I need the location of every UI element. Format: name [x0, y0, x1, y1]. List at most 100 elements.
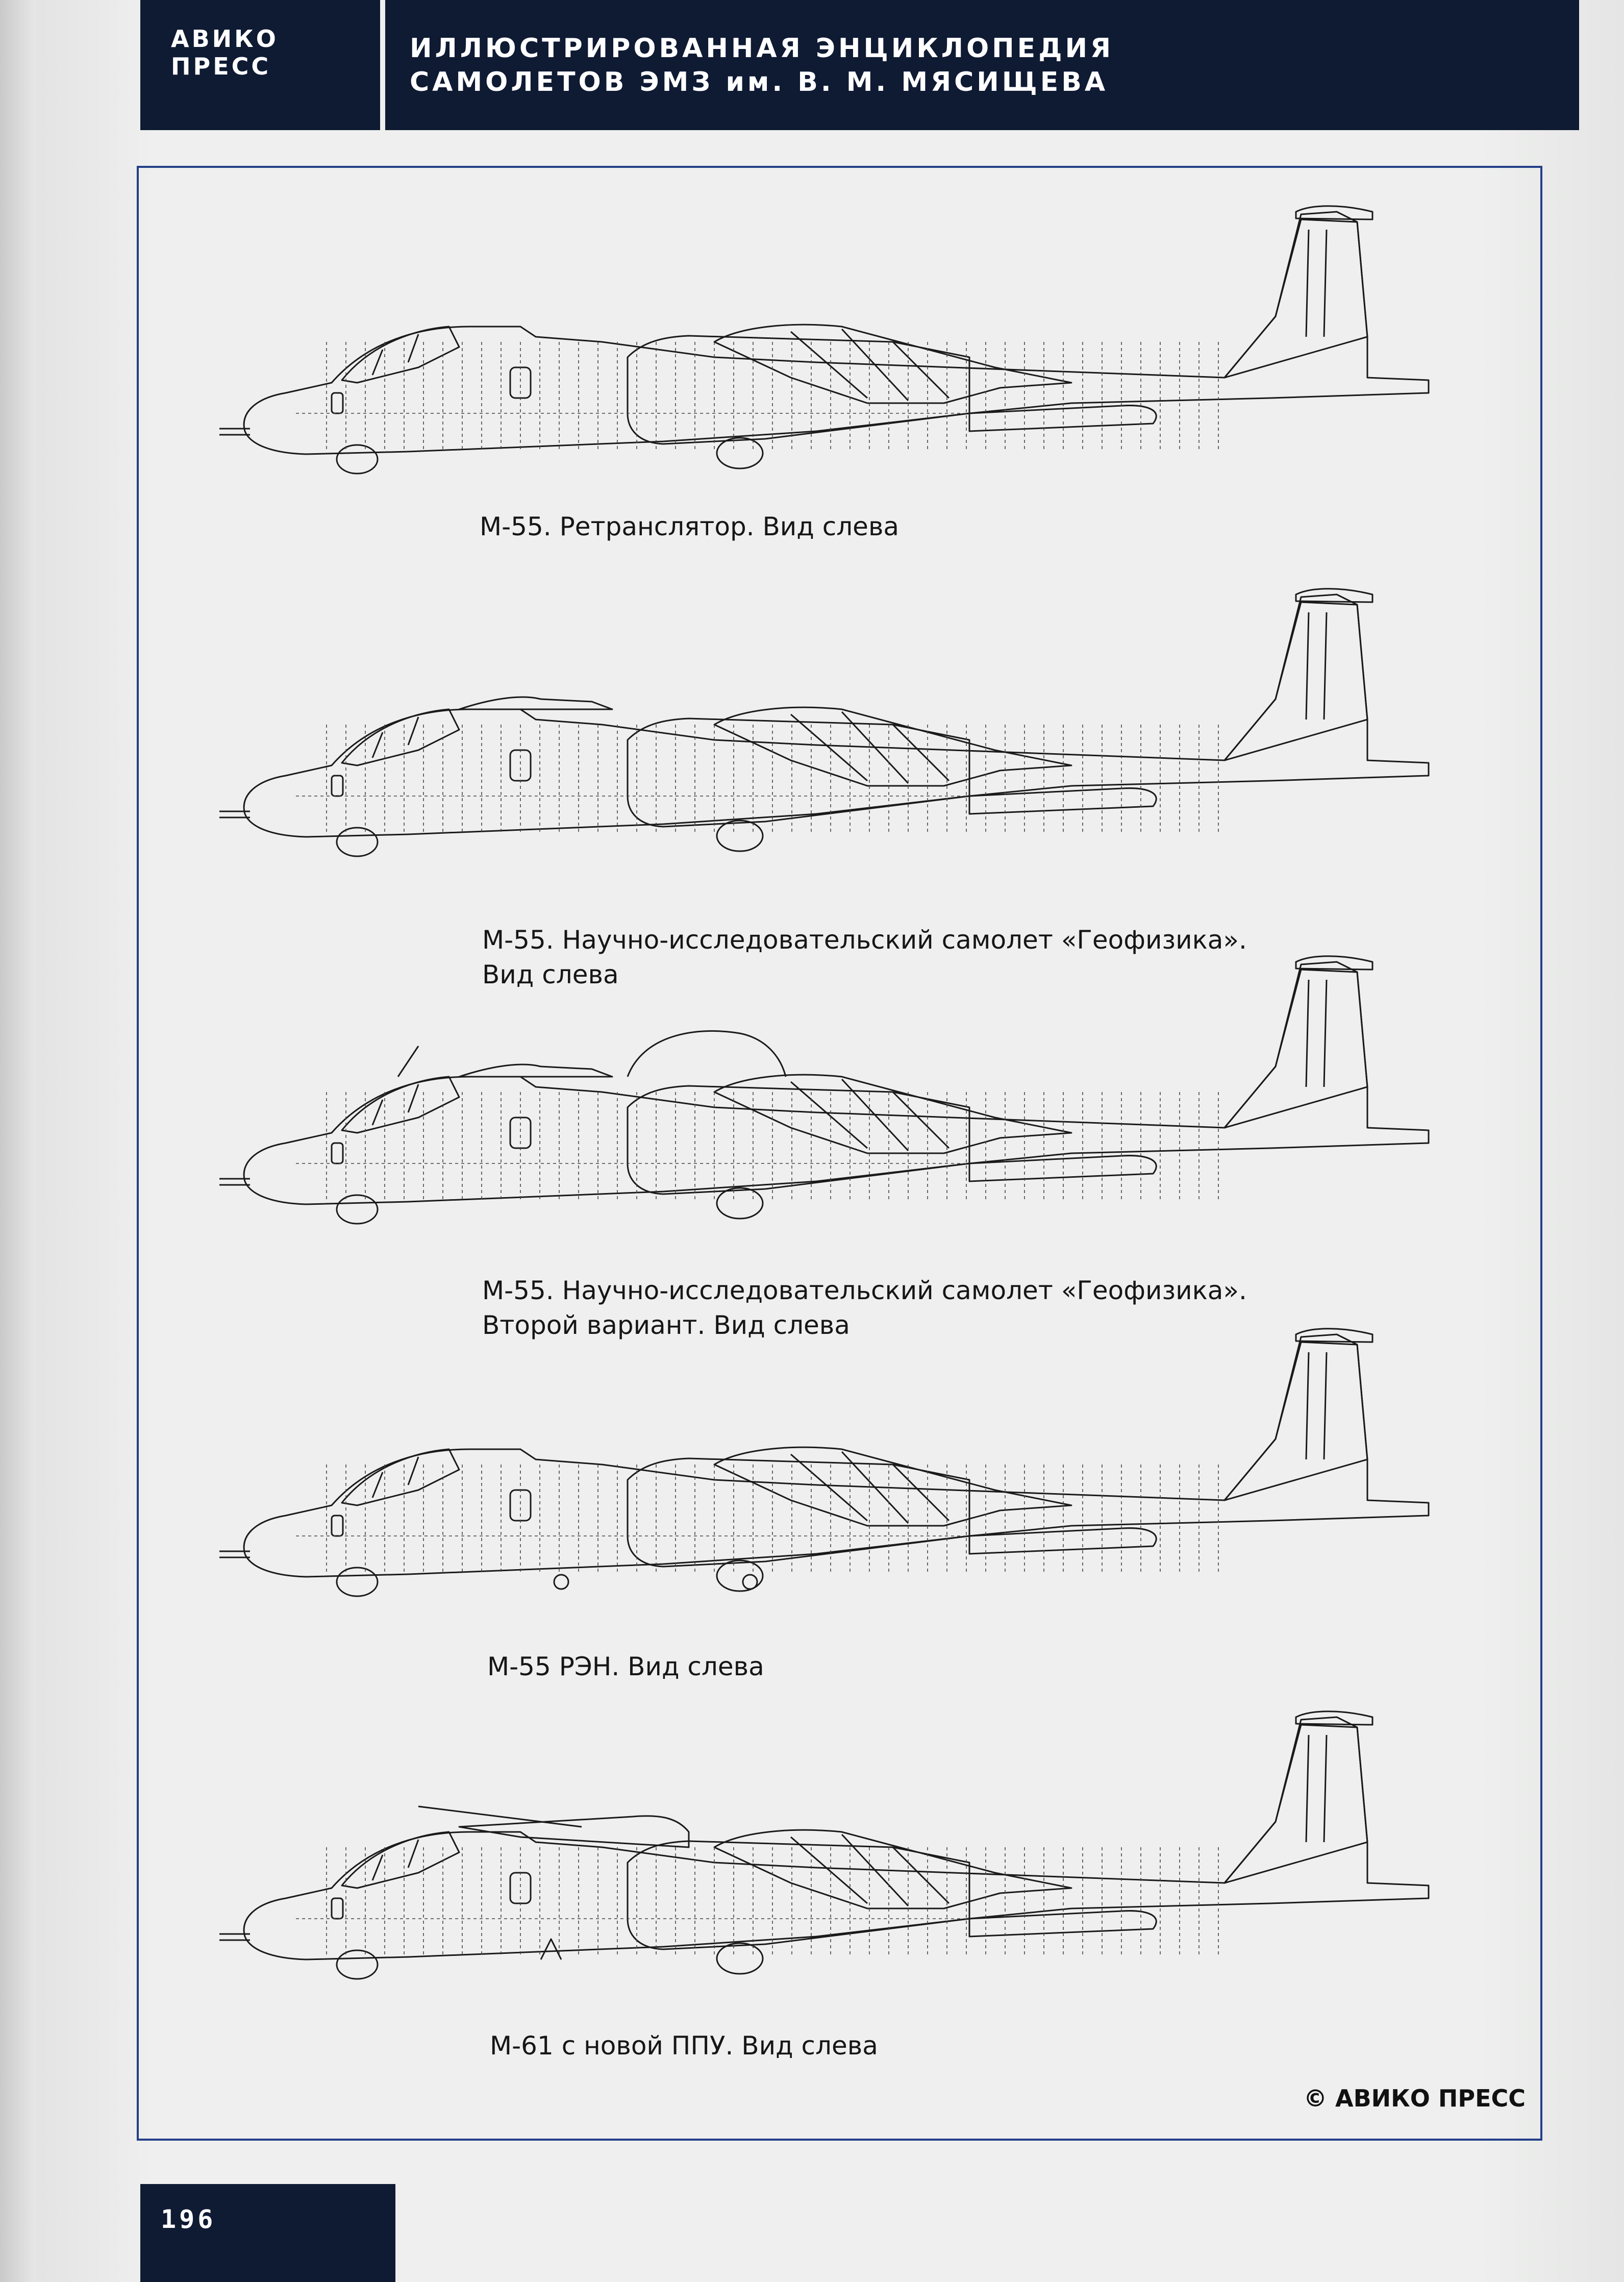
- caption-line: М-61 с новой ППУ. Вид слева: [490, 2031, 878, 2061]
- main-gear-fairing: [716, 1942, 764, 1975]
- caption-line: М-55. Ретранслятор. Вид слева: [480, 512, 900, 541]
- nose-probe: [219, 810, 250, 818]
- caption-m55-ren: М-55 РЭН. Вид слева: [487, 1649, 764, 1684]
- engine-nacelle-outline: [627, 717, 970, 828]
- engine-nacelle-outline: [627, 1840, 970, 1950]
- canopy-frame: [371, 1839, 419, 1881]
- spine-shadow: [0, 0, 36, 2282]
- side-window: [331, 775, 344, 797]
- wing-outline: [713, 1446, 1072, 1527]
- book-title-line-1: ИЛЛЮСТРИРОВАННАЯ ЭНЦИКЛОПЕДИЯ: [410, 33, 1114, 64]
- fuselage-outline: [243, 1716, 1430, 1961]
- ventral-antenna: [553, 1574, 569, 1590]
- wing-ribs: [790, 1451, 950, 1524]
- canopy-frame: [371, 716, 419, 758]
- fuselage-outline: [243, 211, 1430, 455]
- nose-gear-fairing: [336, 827, 379, 857]
- nose-probe: [219, 1178, 250, 1186]
- nose-probe: [219, 428, 250, 436]
- tailplane-outline: [1295, 955, 1373, 971]
- caption-line: Вид слева: [482, 960, 619, 989]
- side-window: [331, 392, 344, 414]
- tail-boom-outline: [968, 1155, 1157, 1182]
- caption-m55-geofizika-v2: М-55. Научно-исследовательский самолет «…: [482, 1273, 1247, 1343]
- aircraft-drawing-m55-ren: [219, 1328, 1430, 1597]
- tail-boom-outline: [968, 1910, 1157, 1938]
- publisher-banner: АВИКО ПРЕСС: [140, 0, 380, 130]
- engine-nacelle-outline: [627, 335, 970, 445]
- drawings-frame: [137, 166, 1542, 2141]
- tail-boom-outline: [968, 787, 1157, 815]
- vertical-fin-outline: [1223, 1341, 1368, 1501]
- nose-gear-fairing: [336, 1567, 379, 1597]
- caption-m61: М-61 с новой ППУ. Вид слева: [490, 2028, 878, 2063]
- fin-rudder-lines: [1305, 1352, 1328, 1460]
- canopy-frame: [371, 1456, 419, 1498]
- main-gear-fairing: [716, 1187, 764, 1220]
- side-window: [331, 1142, 344, 1164]
- upper-pod-outline: [458, 1815, 690, 1848]
- caption-line: М-55. Научно-исследовательский самолет «…: [482, 1276, 1247, 1305]
- wing-ribs: [790, 328, 950, 402]
- tailplane-outline: [1295, 1710, 1373, 1726]
- caption-line: М-55 РЭН. Вид слева: [487, 1652, 764, 1681]
- canopy-outline: [341, 708, 460, 766]
- fuselage-outline: [243, 1333, 1430, 1578]
- dorsal-probe: [418, 1805, 582, 1828]
- page-number: 196: [161, 2204, 216, 2234]
- engine-nacelle-outline: [627, 1457, 970, 1568]
- engine-nacelle-outline: [627, 1085, 970, 1195]
- wing-outline: [713, 1074, 1072, 1154]
- caption-line: М-55. Научно-исследовательский самолет «…: [482, 925, 1247, 955]
- canopy-outline: [341, 326, 460, 384]
- dorsal-antenna: [397, 1046, 419, 1077]
- tail-boom-outline: [968, 405, 1157, 432]
- fin-rudder-lines: [1305, 979, 1328, 1087]
- nose-probe: [219, 1933, 250, 1941]
- caption-m55-relay: М-55. Ретранслятор. Вид слева: [480, 509, 899, 544]
- copyright-notice: © АВИКО ПРЕСС: [1304, 2085, 1526, 2112]
- vertical-fin-outline: [1223, 601, 1368, 761]
- wing-outline: [713, 324, 1072, 404]
- wing-ribs: [790, 1833, 950, 1907]
- canopy-outline: [341, 1831, 460, 1889]
- aircraft-drawing-m61: [219, 1710, 1430, 1980]
- ventral-antenna: [742, 1574, 758, 1590]
- nose-gear-fairing: [336, 1194, 379, 1225]
- title-banner: ИЛЛЮСТРИРОВАННАЯ ЭНЦИКЛОПЕДИЯ САМОЛЕТОВ …: [385, 0, 1579, 130]
- fuselage-outline: [243, 593, 1430, 838]
- nose-probe: [219, 1550, 250, 1558]
- canopy-frame: [371, 334, 419, 376]
- wing-ribs: [790, 1078, 950, 1152]
- main-gear-fairing: [716, 820, 764, 852]
- tailplane-outline: [1295, 205, 1373, 220]
- caption-m55-geofizika: М-55. Научно-исследовательский самолет «…: [482, 923, 1247, 992]
- vertical-fin-outline: [1223, 1724, 1368, 1884]
- tailplane-outline: [1295, 588, 1373, 603]
- nose-gear-fairing: [336, 444, 379, 475]
- aircraft-drawing-m55-geofizika-v2: [219, 955, 1430, 1225]
- aircraft-drawing-m55-relay: [219, 205, 1430, 475]
- wing-ribs: [790, 711, 950, 784]
- canopy-frame: [371, 1084, 419, 1126]
- tailplane-outline: [1295, 1328, 1373, 1343]
- dorsal-pod-outline: [458, 1063, 613, 1078]
- wing-outline: [713, 1829, 1072, 1909]
- dorsal-radome-outline: [627, 1030, 787, 1077]
- fin-rudder-lines: [1305, 229, 1328, 337]
- main-gear-fairing: [716, 1559, 764, 1592]
- publisher-name: АВИКО ПРЕСС: [171, 25, 279, 80]
- ventral-fin: [540, 1938, 562, 1960]
- book-title-line-2: САМОЛЕТОВ ЭМЗ им. В. М. МЯСИЩЕВА: [410, 67, 1109, 97]
- nose-gear-fairing: [336, 1949, 379, 1980]
- side-window: [331, 1515, 344, 1537]
- canopy-outline: [341, 1076, 460, 1134]
- main-gear-fairing: [716, 437, 764, 469]
- tail-boom-outline: [968, 1527, 1157, 1555]
- fuselage-outline: [243, 961, 1430, 1205]
- dorsal-pod-outline: [458, 696, 613, 710]
- page-number-box: 196: [140, 2184, 395, 2282]
- aircraft-drawing-m55-geofizika: [219, 588, 1430, 857]
- fin-rudder-lines: [1305, 612, 1328, 720]
